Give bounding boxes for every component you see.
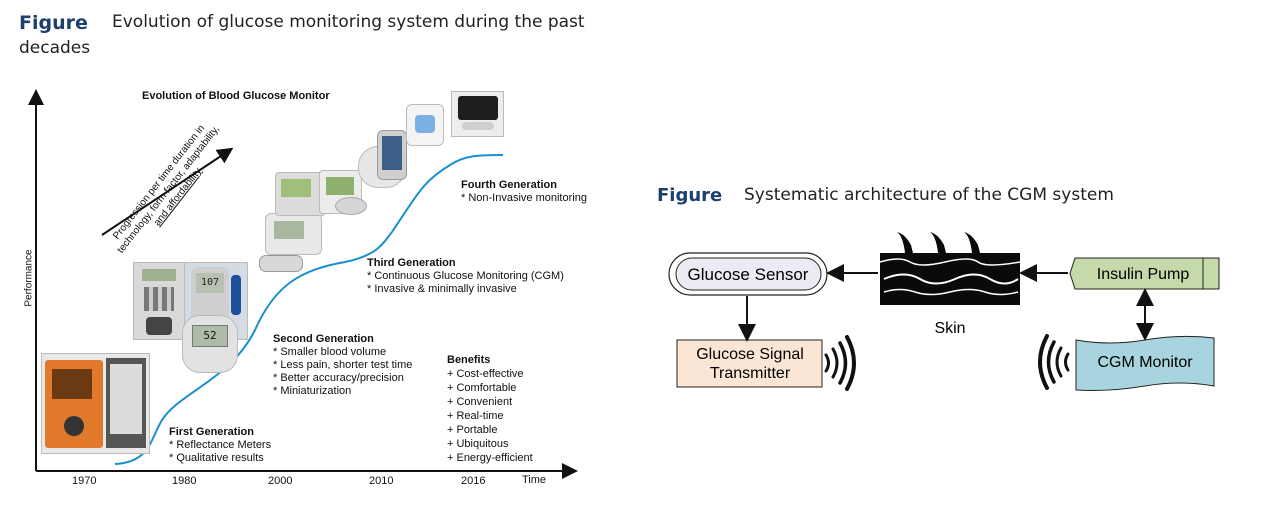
figure-left-caption-line1: Evolution of glucose monitoring system d… [112,12,585,32]
non-invasive-patch-photo [406,104,444,146]
monitor-wireless-icon [1038,334,1070,390]
second-generation-item: * Miniaturization [273,385,352,397]
second-generation-title: Second Generation [273,333,374,345]
third-generation-title: Third Generation [367,257,456,269]
benefit-item: + Portable [447,424,498,436]
second-generation-item: * Smaller blood volume [273,346,387,358]
reflectance-meter-photo [41,353,150,454]
benefit-item: + Comfortable [447,382,517,394]
x-axis-label: Time [522,474,547,486]
transmitter-label-line2: Transmitter [710,365,791,382]
lancet-device-photo [259,255,303,272]
x-tick-2016: 2016 [461,475,486,487]
cgm-monitor-node [1075,335,1215,391]
x-tick-2000: 2000 [268,475,293,487]
glucose-sensor-label: Glucose Sensor [688,265,809,284]
pocket-meter-photo [265,213,322,255]
progression-arrow [101,147,234,236]
second-generation-item: * Better accuracy/precision [273,372,404,384]
fourth-generation-block: Fourth Generation * Non-Invasive monitor… [461,179,587,205]
cgm-monitor-label: CGM Monitor [1097,354,1193,371]
second-generation-item: * Less pain, shorter test time [273,359,413,371]
figure-right-caption-label: Figure [657,185,723,206]
transmitter-node [676,339,823,388]
figure-left-caption-label: Figure [19,12,88,34]
transmitter-label-line1: Glucose Signal [696,346,804,363]
second-generation-block: Second Generation * Smaller blood volume… [273,333,412,398]
glucose-sensor-node [675,257,822,291]
keypad-meter-photo [133,262,185,340]
benefit-item: + Cost-effective [447,368,524,380]
fourth-generation-item: * Non-Invasive monitoring [461,192,587,204]
benefit-item: + Ubiquitous [447,438,509,450]
sensor-patch-photo [335,197,367,215]
skin-label: Skin [934,320,965,337]
benefits-title: Benefits [447,354,491,366]
growth-curve [114,154,504,465]
handheld-meter-photo: 107 [184,262,248,340]
figure-left-caption-line2: decades [19,38,91,58]
x-tick-1970: 1970 [72,475,97,487]
x-tick-2010: 2010 [369,475,394,487]
third-generation-item: * Invasive & minimally invasive [367,283,517,295]
first-generation-item: * Reflectance Meters [169,439,272,451]
first-generation-item: * Qualitative results [169,452,264,464]
skin-icon [879,232,1021,305]
figure-right-caption-text: Systematic architecture of the CGM syste… [744,185,1114,205]
x-tick-1980: 1980 [172,475,197,487]
insulin-pump-label: Insulin Pump [1097,266,1190,283]
evolution-axes [28,89,578,479]
first-generation-title: First Generation [169,426,254,438]
cgm-phone-photo [377,130,407,180]
fourth-generation-title: Fourth Generation [461,179,557,191]
transmitter-wireless-icon [824,335,856,391]
first-generation-block: First Generation * Reflectance Meters * … [169,426,271,465]
chart-title: Evolution of Blood Glucose Monitor [142,90,330,102]
benefit-item: + Convenient [447,396,513,408]
non-invasive-monitor-photo [451,91,504,137]
third-generation-item: * Continuous Glucose Monitoring (CGM) [367,270,564,282]
insulin-pump-photo [275,172,326,216]
benefit-item: + Energy-efficient [447,452,533,464]
compact-meter-photo: 52 [182,315,238,373]
benefit-item: + Real-time [447,410,504,422]
benefits-block: Benefits + Cost-effective + Comfortable … [447,353,533,465]
third-generation-block: Third Generation * Continuous Glucose Mo… [367,257,564,296]
